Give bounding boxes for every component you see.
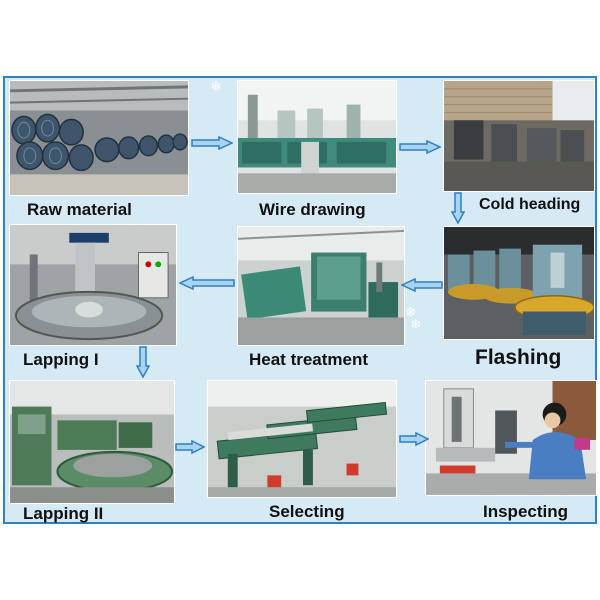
step-label-lapping-i: Lapping I bbox=[23, 350, 99, 369]
step-label-raw-material: Raw material bbox=[27, 200, 132, 219]
step-label-selecting: Selecting bbox=[269, 502, 345, 521]
step-label-cold-heading: Cold heading bbox=[479, 196, 581, 213]
arrow-down-icon bbox=[451, 192, 465, 224]
snowflake-icon: ❄ bbox=[210, 78, 222, 94]
arrow-right-icon bbox=[191, 136, 233, 150]
arrow-left-icon bbox=[179, 276, 235, 290]
flashing-photo bbox=[443, 226, 595, 340]
arrow-right-icon bbox=[175, 440, 205, 454]
heat-treatment-photo bbox=[237, 226, 405, 346]
snowflake-icon: ❄ bbox=[405, 304, 417, 320]
step-label-heat-treatment: Heat treatment bbox=[249, 350, 369, 369]
selecting-photo bbox=[207, 380, 397, 498]
step-label-lapping-ii: Lapping II bbox=[23, 504, 104, 523]
wire-drawing-photo bbox=[237, 80, 397, 194]
arrow-right-icon bbox=[399, 140, 441, 154]
arrow-right-icon bbox=[399, 432, 429, 446]
lapping-i-photo bbox=[9, 224, 177, 346]
process-flow-panel: ❄ ❄ ❄ bbox=[3, 76, 597, 524]
lapping-ii-photo bbox=[9, 380, 175, 504]
inspecting-photo bbox=[425, 380, 597, 496]
cold-heading-photo bbox=[443, 80, 595, 192]
step-label-flashing: Flashing bbox=[475, 346, 562, 369]
snowflake-icon: ❄ bbox=[410, 316, 422, 332]
arrow-down-icon bbox=[136, 346, 150, 378]
step-label-wire-drawing: Wire drawing bbox=[259, 200, 366, 219]
raw-material-photo bbox=[9, 80, 189, 196]
step-label-inspecting: Inspecting bbox=[483, 502, 569, 521]
arrow-left-icon bbox=[401, 278, 443, 292]
